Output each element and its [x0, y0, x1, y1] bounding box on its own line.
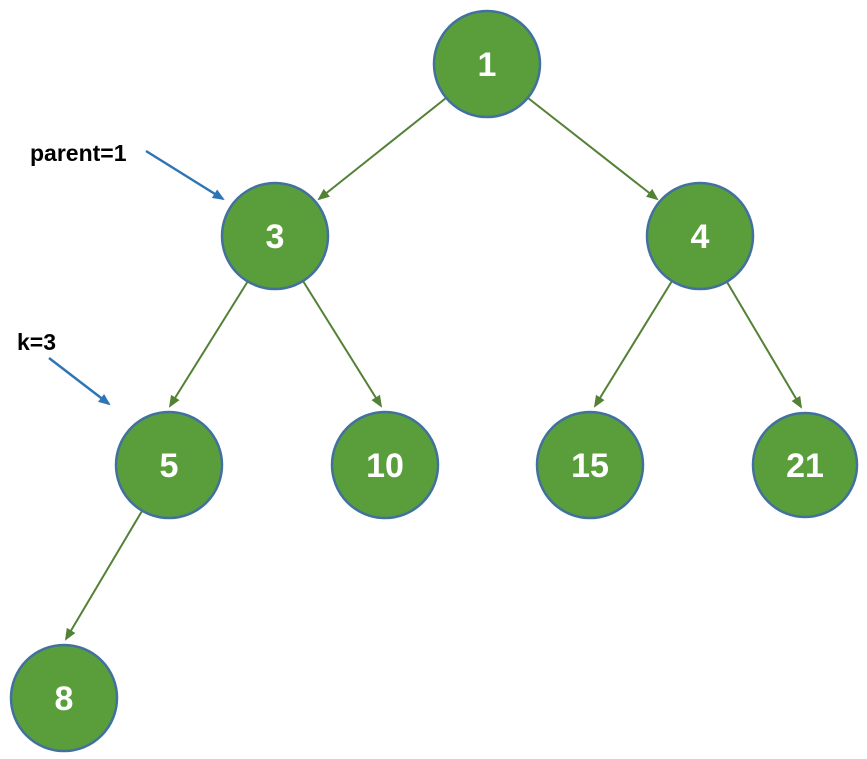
edge-arrow-3-to-5 — [168, 280, 249, 408]
node-value-15: 15 — [571, 447, 609, 485]
tree-node-4: 4 — [645, 181, 755, 291]
node-circle-3 — [220, 181, 330, 291]
tree-node-15: 15 — [535, 410, 645, 520]
node-value-1: 1 — [478, 46, 497, 84]
annotation-label-parent: parent=1 — [30, 140, 127, 166]
node-value-4: 4 — [691, 218, 710, 256]
node-circle-10 — [330, 410, 440, 520]
node-circle-4 — [645, 181, 755, 291]
edge-arrow-4-to-21 — [726, 281, 803, 409]
tree-edges — [64, 97, 803, 641]
annotation-arrow-k — [48, 357, 111, 406]
tree-node-8: 8 — [9, 643, 119, 753]
annotation-label-k: k=3 — [17, 329, 56, 355]
edge-arrow-1-to-3 — [317, 97, 447, 201]
node-value-3: 3 — [266, 218, 285, 256]
tree-node-5: 5 — [114, 410, 224, 520]
node-circle-8 — [9, 643, 119, 753]
node-value-8: 8 — [55, 680, 74, 718]
node-circle-5 — [114, 410, 224, 520]
tree-node-3: 3 — [220, 181, 330, 291]
edge-arrow-4-to-15 — [593, 280, 673, 408]
node-value-21: 21 — [786, 447, 824, 485]
node-value-10: 10 — [366, 447, 404, 485]
edge-arrow-5-to-8 — [64, 510, 143, 641]
edge-arrow-3-to-10 — [302, 280, 383, 408]
node-circle-1 — [432, 9, 542, 119]
node-circle-21 — [751, 411, 859, 519]
node-value-5: 5 — [160, 447, 179, 485]
edge-arrow-1-to-4 — [527, 97, 659, 201]
tree-node-10: 10 — [330, 410, 440, 520]
annotation-arrows — [48, 149, 225, 406]
tree-node-21: 21 — [751, 411, 859, 519]
tree-node-1: 1 — [432, 9, 542, 119]
node-circle-15 — [535, 410, 645, 520]
annotation-arrow-parent — [145, 149, 225, 201]
